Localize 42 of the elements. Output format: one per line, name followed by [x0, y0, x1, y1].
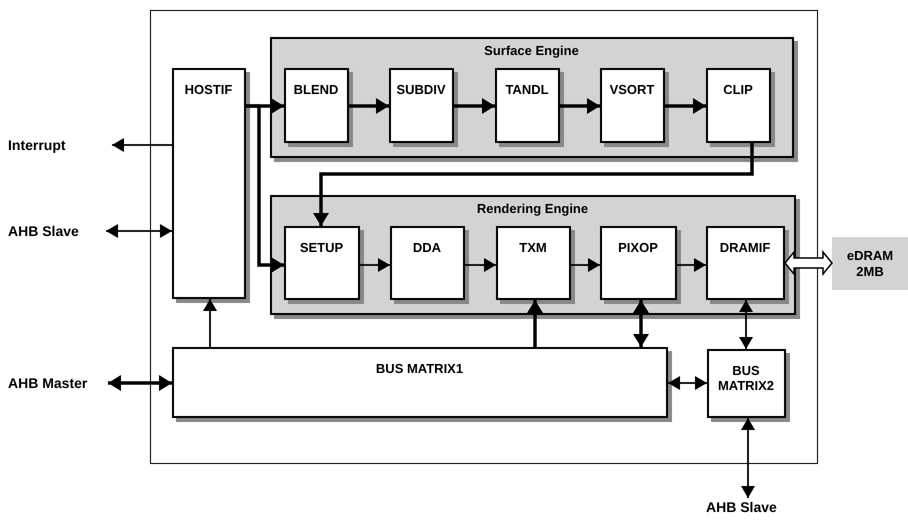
arrow: [739, 300, 753, 349]
arrow: [246, 104, 284, 273]
arrow: [108, 375, 172, 391]
group-title: Surface Engine: [484, 42, 579, 58]
arrow: [677, 258, 706, 272]
block-label: HOSTIF: [184, 82, 232, 98]
signal-label: AHB Slave: [706, 498, 777, 516]
arrow: [527, 300, 543, 347]
arrow: [571, 258, 600, 272]
arrow: [349, 98, 389, 114]
signal-label: AHB Master: [8, 374, 88, 392]
arrow: [454, 98, 495, 114]
block-label: SETUP: [300, 240, 344, 256]
arrow: [665, 98, 706, 114]
double-arrow: [784, 250, 833, 276]
arrow: [741, 418, 755, 498]
arrow: [106, 224, 172, 238]
block-label: DRAMIF: [720, 240, 770, 256]
memory-box: [832, 237, 908, 290]
block-label: VSORT: [610, 82, 654, 98]
block-label: BUS MATRIX2: [716, 362, 776, 394]
arrow: [633, 300, 649, 347]
block-label: BUS MATRIX1: [376, 360, 464, 376]
arrow: [112, 138, 172, 152]
arrow: [313, 143, 754, 226]
block-label: CLIP: [723, 82, 753, 98]
arrow: [203, 299, 217, 347]
memory-label: eDRAM 2MB: [846, 248, 894, 280]
block-label: DDA: [412, 240, 442, 256]
block-label: BLEND: [294, 82, 338, 98]
signal-label: Interrupt: [8, 136, 66, 154]
arrow: [465, 258, 496, 272]
arrow: [360, 258, 390, 272]
block-label: PIXOP: [618, 240, 658, 256]
arrow: [668, 376, 707, 390]
group-title: Rendering Engine: [476, 200, 588, 216]
block-label: TXM: [519, 240, 547, 256]
block-label: SUBDIV: [396, 82, 446, 98]
arrow: [560, 98, 600, 114]
signal-label: AHB Slave: [8, 222, 79, 240]
chip-outline: [150, 10, 818, 464]
block-label: TANDL: [505, 82, 549, 98]
